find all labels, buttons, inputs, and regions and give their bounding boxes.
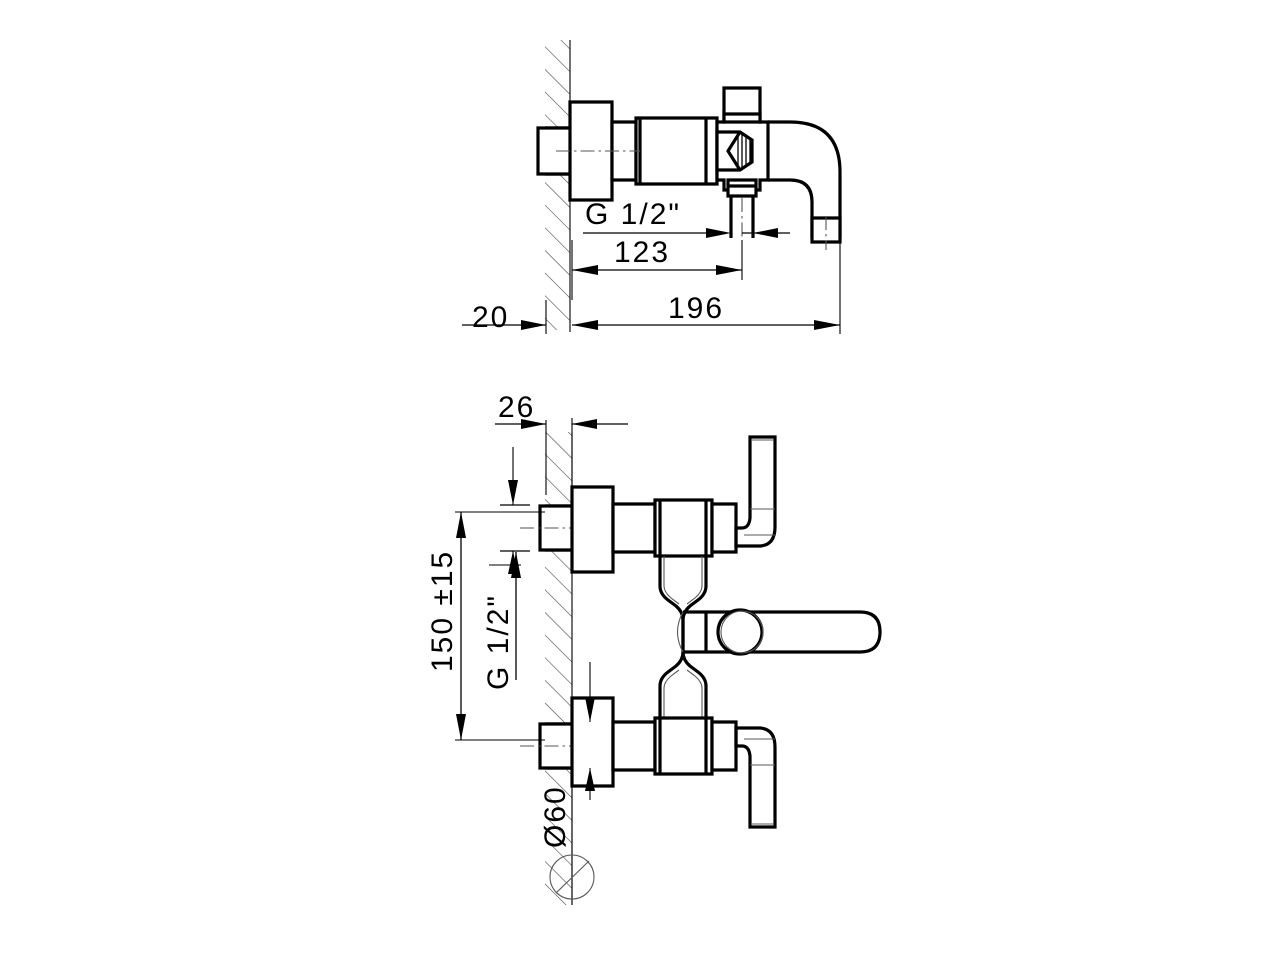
upper-valve-block: [653, 498, 714, 558]
valve-lower-boss: [726, 178, 758, 198]
spout-inner-curve: [768, 178, 814, 238]
dim-thread-top: G 1/2": [583, 198, 790, 238]
upper-valve-assembly: [520, 435, 777, 574]
body-barrel: [634, 116, 719, 186]
riser-right-profile: [681, 556, 708, 718]
riser-shade-1: [663, 556, 680, 605]
central-riser: [658, 556, 708, 718]
lower-lever-handle: [734, 726, 777, 829]
dim-text-thread-top: G 1/2": [585, 198, 681, 231]
riser-shade-3: [663, 669, 680, 718]
dim-20: 20: [462, 300, 547, 334]
dim-text-20: 20: [472, 301, 509, 334]
diameter-symbol-slash: [555, 860, 590, 894]
central-spout-front: [676, 608, 882, 656]
dim-150: 150 ±15: [426, 511, 545, 741]
dim-26: 26: [495, 391, 628, 495]
dim-text-thread-bottom: G 1/2": [482, 594, 515, 690]
dim-diameter-60: Ø60: [539, 785, 595, 905]
spline-head-top: [715, 130, 754, 172]
riser-shade-2: [686, 556, 703, 605]
dim-text-123: 123: [614, 236, 670, 269]
upper-lever-handle: [734, 435, 777, 548]
dim-text-diameter-60: Ø60: [539, 785, 572, 848]
dim-text-150: 150 ±15: [426, 550, 459, 672]
lower-valve-assembly: [520, 696, 777, 829]
spout-outer-curve: [768, 120, 842, 238]
dim-lower-flange-tick: [585, 662, 595, 800]
valve-upper-boss: [722, 86, 762, 124]
dim-text-196: 196: [668, 292, 724, 325]
spout-joint-shade: [676, 611, 684, 653]
riser-shade-4: [686, 669, 703, 718]
aerator-circle: [716, 608, 764, 656]
dim-upper-flange-tick: [500, 447, 530, 574]
wall-flange-upper: [570, 485, 615, 574]
lower-valve-block: [653, 716, 714, 776]
diameter-symbol-circle: [549, 854, 595, 900]
top-view-group: G 1/2" 123 20 196: [462, 40, 842, 334]
upper-cartridge-boss: [710, 502, 738, 554]
wall-flange-lower: [570, 696, 615, 788]
dim-196: 196: [572, 242, 841, 334]
lower-cartridge-boss: [710, 720, 738, 772]
upper-collar: [611, 502, 657, 554]
dim-123: 123: [571, 236, 743, 300]
dim-text-26: 26: [498, 391, 535, 424]
aerator-inner-ring: [720, 610, 764, 654]
outlet-shank: [729, 196, 755, 238]
spline-cone: [726, 131, 742, 171]
dim-thread-bottom: G 1/2": [482, 552, 521, 690]
bottom-view-group: 26 150 ±15: [426, 391, 882, 905]
spline-outline: [715, 130, 754, 172]
lower-collar: [611, 720, 657, 772]
spout-body-front: [683, 610, 882, 654]
